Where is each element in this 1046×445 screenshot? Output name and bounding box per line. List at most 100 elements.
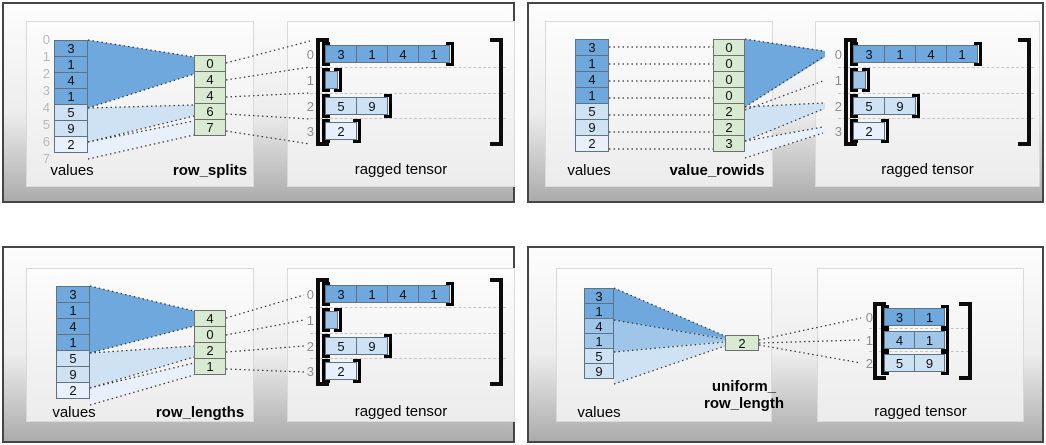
- row-separator: [310, 333, 506, 334]
- row-index-label: 0: [306, 46, 314, 62]
- tensor-label: ragged tensor: [354, 403, 448, 420]
- key-cell: 2: [725, 335, 759, 351]
- tensor-cell: 9: [356, 337, 388, 355]
- value-index-label: 1: [42, 49, 50, 64]
- row-index-label: 3: [306, 123, 314, 139]
- key-label-line1: uniform_: [711, 378, 777, 395]
- tensor-row: 1: [820, 68, 870, 92]
- value-index-label: 4: [42, 100, 50, 115]
- value-cell: 3: [54, 40, 88, 57]
- row-close-bracket: [941, 328, 949, 352]
- row-open-bracket: [881, 328, 889, 352]
- tensor-open-bracket: [316, 38, 329, 146]
- value-cell: 2: [54, 136, 88, 153]
- row-open-bracket: [881, 351, 889, 375]
- row-index-label: 1: [865, 332, 873, 348]
- row-close-bracket: [334, 68, 342, 92]
- tensor-close-bracket: [959, 302, 972, 380]
- row-open-bracket: [881, 305, 889, 329]
- tensor-cell: 9: [356, 97, 388, 115]
- value-index-label: 2: [42, 66, 50, 81]
- tensor-cell: 1: [356, 285, 388, 303]
- tensor-cell: 1: [884, 45, 916, 63]
- tensor-cell: 1: [418, 45, 450, 63]
- row-open-bracket: [322, 359, 330, 383]
- row-separator: [310, 358, 506, 359]
- key-label: row_splits: [172, 162, 248, 179]
- tensor-cell: 1: [356, 45, 388, 63]
- tensor-cell: 3: [853, 45, 885, 63]
- tensor-close-bracket: [490, 278, 503, 386]
- tensor-label: ragged tensor: [354, 161, 448, 178]
- tensor-row: 1: [292, 308, 342, 332]
- value-index-label: 7: [42, 151, 50, 166]
- tensor-cell: 5: [884, 354, 915, 372]
- tensor-row: 1: [292, 68, 342, 92]
- row-close-bracket: [446, 282, 454, 306]
- empty-row-cell: [853, 71, 866, 89]
- value-index-label: 5: [42, 117, 50, 132]
- row-close-bracket: [334, 308, 342, 332]
- row-open-bracket: [322, 282, 330, 306]
- value-index-label: 0: [42, 32, 50, 47]
- tensor-cell: 2: [853, 122, 885, 140]
- row-open-bracket: [322, 94, 330, 118]
- row-close-bracket: [881, 119, 889, 143]
- row-open-bracket: [850, 119, 858, 143]
- row-open-bracket: [322, 119, 330, 143]
- tensor-cell: 9: [914, 354, 945, 372]
- row-separator: [838, 118, 1034, 119]
- row-separator: [869, 351, 969, 352]
- tensor-cell: 4: [915, 45, 947, 63]
- row-close-bracket: [912, 94, 920, 118]
- tensor-label: ragged tensor: [881, 161, 974, 178]
- row-close-bracket: [941, 351, 949, 375]
- empty-row-cell: [325, 71, 338, 89]
- row-index-label: 2: [306, 98, 314, 114]
- tensor-cell: 2: [325, 362, 357, 380]
- tensor-cell: 1: [914, 308, 945, 326]
- key-label-line2: row_length: [703, 395, 784, 412]
- tensor-cell: 2: [325, 122, 357, 140]
- row-index-label: 1: [834, 72, 842, 88]
- row-separator: [310, 67, 506, 68]
- key-cell: 3: [713, 135, 745, 152]
- row-index-label: 0: [834, 46, 842, 62]
- tensor-cell: 4: [387, 45, 419, 63]
- key-label: uniform_ row_length: [659, 378, 829, 412]
- row-index-label: 0: [306, 286, 314, 302]
- tensor-open-bracket: [873, 302, 886, 380]
- row-close-bracket: [353, 359, 361, 383]
- row-open-bracket: [850, 68, 858, 92]
- value-cell: 2: [56, 382, 90, 399]
- tensor-close-bracket: [490, 38, 503, 146]
- row-index-label: 2: [834, 98, 842, 114]
- row-close-bracket: [446, 42, 454, 66]
- tensor-cell: 1: [418, 285, 450, 303]
- value-cell: 2: [575, 135, 609, 152]
- row-open-bracket: [850, 42, 858, 66]
- key-label: row_lengths: [155, 404, 245, 421]
- key-cell: 0: [713, 71, 745, 88]
